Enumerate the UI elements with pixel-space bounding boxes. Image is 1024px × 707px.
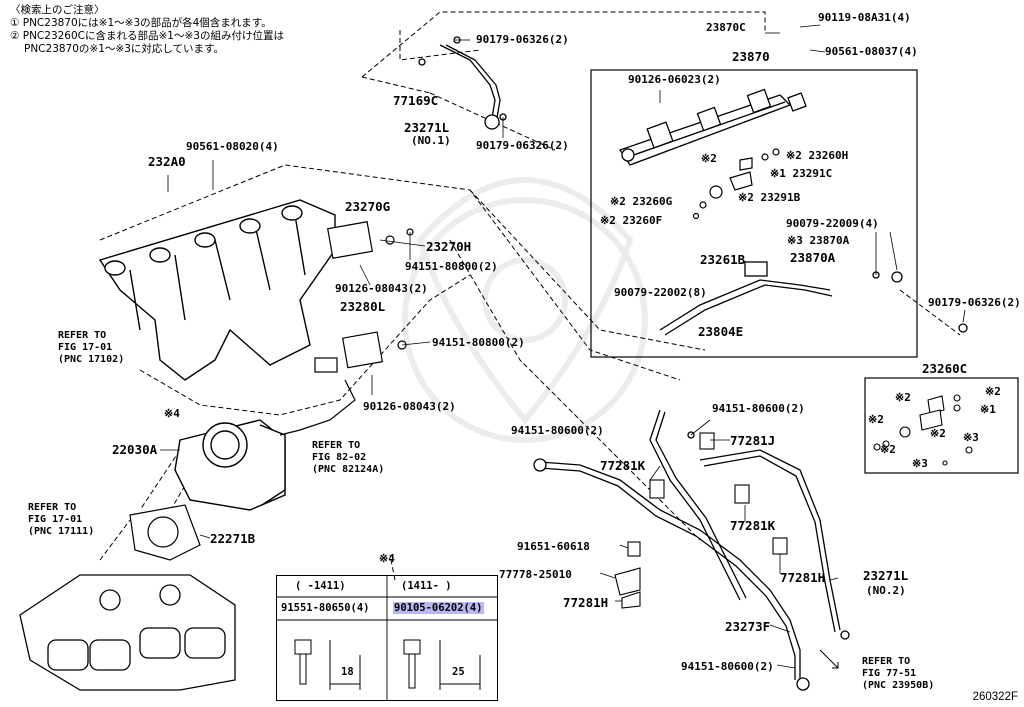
- label-23870a-mark[interactable]: ※3 23870A: [787, 234, 850, 247]
- mark-2-b: ※2: [895, 391, 911, 404]
- refer-fig-17-01-a[interactable]: REFER TO FIG 17-01 (PNC 17102): [58, 330, 125, 365]
- refer-fig-17-01-b[interactable]: REFER TO FIG 17-01 (PNC 17111): [28, 502, 95, 537]
- label-90179-06326-c[interactable]: 90179-06326(2): [928, 296, 1021, 309]
- notes-line-3: PNC23870の※1～※3に対応しています。: [24, 43, 225, 55]
- label-90126-08043-a[interactable]: 90126-08043(2): [335, 282, 428, 295]
- label-90179-06326-a[interactable]: 90179-06326(2): [476, 33, 569, 46]
- label-23870[interactable]: 23870: [732, 49, 770, 64]
- mark-4-b: ※4: [379, 552, 395, 565]
- label-77281h-a[interactable]: 77281H: [780, 570, 826, 585]
- mark-4-a: ※4: [164, 407, 180, 420]
- label-94151-80800-a[interactable]: 94151-80800(2): [405, 260, 498, 273]
- wire-harness: [279, 379, 356, 436]
- table-col2-dim: 25: [452, 666, 465, 678]
- notes-line-2: ② PNC23260Cに含まれる部品※1～※3の組み付け位置は: [10, 30, 284, 42]
- fuel-pipe: [659, 261, 968, 336]
- mark-3-b: ※3: [912, 457, 928, 470]
- bolt-drawings: [294, 639, 481, 690]
- table-col2-part[interactable]: 90105-06202(4): [393, 602, 484, 614]
- injector-parts: [692, 148, 780, 220]
- label-23260f[interactable]: ※2 23260F: [600, 214, 663, 227]
- label-22030a[interactable]: 22030A: [112, 442, 158, 457]
- throttle-body: [174, 419, 286, 511]
- bolt-table: ( -1411) (1411- ) 91551-80650(4) 90105-0…: [276, 575, 498, 701]
- label-23271l-no2-sub: (NO.2): [866, 584, 906, 597]
- label-90119-08a31[interactable]: 90119-08A31(4): [818, 11, 911, 24]
- label-77281k-a[interactable]: 77281K: [600, 458, 646, 473]
- label-91651-60618[interactable]: 91651-60618: [517, 540, 590, 553]
- leader-lines: [160, 24, 966, 669]
- fuel-rail: [618, 88, 807, 166]
- label-90079-22002[interactable]: 90079-22002(8): [614, 286, 707, 299]
- mark-3: ※3: [963, 431, 979, 444]
- lower-manifold: [19, 574, 236, 691]
- mark-2-c: ※2: [985, 385, 1001, 398]
- mark-2-a: ※2: [701, 152, 717, 165]
- label-77281j[interactable]: 77281J: [730, 433, 776, 448]
- injector-kit-parts: [873, 394, 973, 466]
- label-90079-22009[interactable]: 90079-22009(4): [786, 217, 879, 230]
- label-77281h-b[interactable]: 77281H: [563, 595, 609, 610]
- label-23291c[interactable]: ※1 23291C: [770, 167, 833, 180]
- intake-manifold: [98, 199, 336, 381]
- label-23260h[interactable]: ※2 23260H: [786, 149, 849, 162]
- table-col1-header: ( -1411): [295, 580, 346, 592]
- label-90561-08037[interactable]: 90561-08037(4): [825, 45, 918, 58]
- label-90126-08043-b[interactable]: 90126-08043(2): [363, 400, 456, 413]
- table-col1-dim: 18: [341, 666, 354, 678]
- refer-arrow: [819, 649, 839, 669]
- label-94151-80600-a[interactable]: 94151-80600(2): [712, 402, 805, 415]
- label-77281k-b[interactable]: 77281K: [730, 518, 776, 533]
- label-77169c[interactable]: 77169C: [393, 93, 439, 108]
- vsv-valves: [314, 221, 414, 373]
- label-23270g[interactable]: 23270G: [345, 199, 391, 214]
- mark-2-d: ※2: [868, 413, 884, 426]
- label-23260g[interactable]: ※2 23260G: [610, 195, 673, 208]
- fuel-hose-no2: [533, 409, 850, 691]
- mark-2-e: ※2: [930, 427, 946, 440]
- mark-1: ※1: [980, 403, 996, 416]
- label-23270h[interactable]: 23270H: [426, 239, 472, 254]
- notes-line-1: ① PNC23870には※1～※3の部品が各4個含まれます。: [10, 17, 272, 29]
- label-23280l[interactable]: 23280L: [340, 299, 386, 314]
- label-23870c[interactable]: 23870C: [706, 21, 746, 34]
- label-23271l-no2[interactable]: 23271L: [863, 568, 909, 583]
- label-23261b[interactable]: 23261B: [700, 252, 746, 267]
- refer-fig-82-02[interactable]: REFER TO FIG 82-02 (PNC 82124A): [312, 440, 385, 475]
- notes-title: 〈検索上のご注意〉: [10, 4, 105, 16]
- refer-fig-77-51[interactable]: REFER TO FIG 77-51 (PNC 23950B): [862, 656, 935, 691]
- clamps: [614, 432, 788, 609]
- label-23260c[interactable]: 23260C: [922, 361, 968, 376]
- label-94151-80600-c[interactable]: 94151-80600(2): [681, 660, 774, 673]
- label-77778-25010[interactable]: 77778-25010: [499, 568, 572, 581]
- table-lines: [276, 575, 498, 701]
- label-23271l-no1-sub: (NO.1): [411, 134, 451, 147]
- label-22271b[interactable]: 22271B: [210, 531, 256, 546]
- label-23870a[interactable]: 23870A: [790, 250, 836, 265]
- fuel-hose-no1: [418, 36, 507, 130]
- label-90179-06326-b[interactable]: 90179-06326(2): [476, 139, 569, 152]
- label-23291b[interactable]: ※2 23291B: [738, 191, 801, 204]
- label-90126-06023[interactable]: 90126-06023(2): [628, 73, 721, 86]
- label-90561-08020[interactable]: 90561-08020(4): [186, 140, 279, 153]
- label-232a0[interactable]: 232A0: [148, 154, 186, 169]
- table-col1-part[interactable]: 91551-80650(4): [281, 602, 370, 614]
- diagram-code: 260322F: [972, 691, 1018, 703]
- label-94151-80800-b[interactable]: 94151-80800(2): [432, 336, 525, 349]
- label-23273f[interactable]: 23273F: [725, 619, 771, 634]
- search-notes: 〈検索上のご注意〉 ① PNC23870には※1～※3の部品が各4個含まれます。…: [10, 4, 284, 56]
- table-col2-header: (1411- ): [401, 580, 452, 592]
- label-23804e[interactable]: 23804E: [698, 324, 744, 339]
- gasket: [129, 504, 201, 561]
- watermark-emblem: [402, 177, 648, 443]
- mark-2-f: ※2: [880, 443, 896, 456]
- label-23271l-no1[interactable]: 23271L: [404, 120, 450, 135]
- label-94151-80600-b[interactable]: 94151-80600(2): [511, 424, 604, 437]
